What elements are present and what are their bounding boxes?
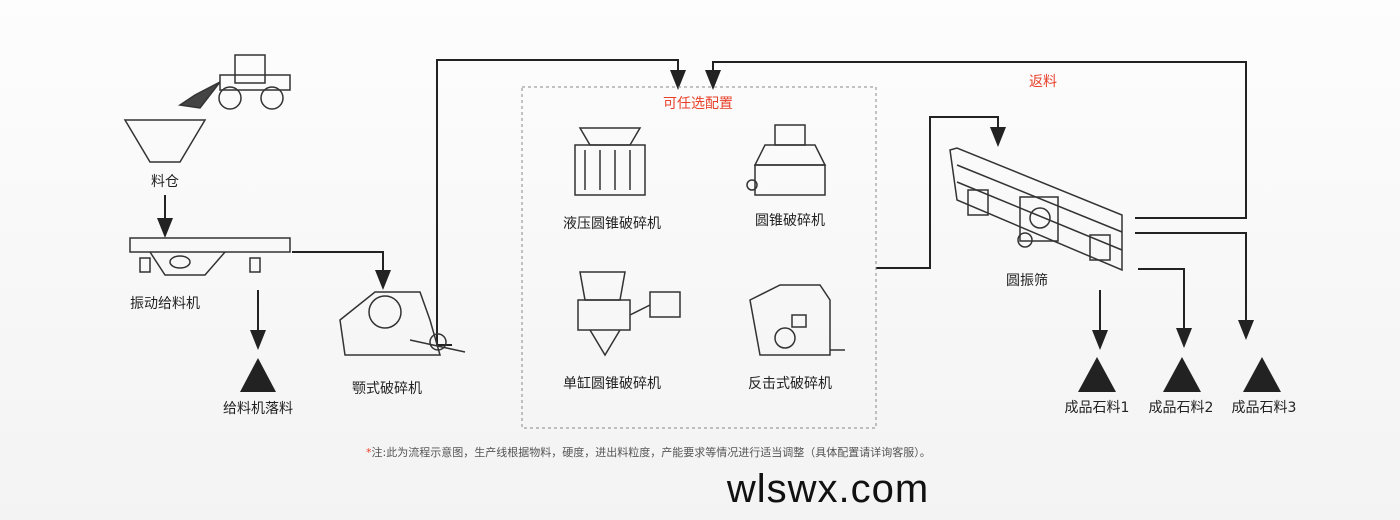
optional-box	[521, 86, 877, 429]
loader-icon	[177, 54, 291, 110]
single-cylinder-cone-label: 单缸圆锥破碎机	[563, 376, 661, 392]
feeder-drop-pile-icon	[240, 358, 276, 392]
hydraulic-cone-crusher-icon	[574, 127, 646, 196]
arrow-jaw-secondary	[436, 59, 686, 346]
product2-pile-icon	[1163, 357, 1201, 392]
product2-label: 成品石料2	[1148, 400, 1214, 416]
watermark: wlswx.com	[726, 467, 930, 511]
arrow-product2	[1138, 268, 1192, 348]
product1-label: 成品石料1	[1064, 400, 1130, 416]
hopper-label: 料仓	[151, 174, 179, 190]
vibrating-screen-icon	[949, 147, 1123, 272]
hydraulic-cone-label: 液压圆锥破碎机	[563, 216, 661, 232]
footnote-text: 注:此为流程示意图，生产线根据物料，硬度，进出料粒度，产能要求等情况进行适当调整…	[371, 446, 931, 459]
jaw-crusher-label: 颚式破碎机	[352, 381, 422, 397]
arrow-product3	[1135, 232, 1254, 340]
feeder-label: 振动给料机	[130, 296, 200, 312]
screen-label: 圆振筛	[1006, 273, 1048, 289]
cone-label: 圆锥破碎机	[755, 213, 825, 229]
arrow-return	[705, 61, 1247, 219]
jaw-crusher-icon	[339, 291, 466, 356]
arrow-feeder-jaw	[292, 251, 391, 290]
return-label: 返料	[1029, 74, 1057, 90]
product3-label: 成品石料3	[1231, 400, 1297, 416]
single-cylinder-cone-crusher-icon	[577, 271, 681, 357]
cone-crusher-icon	[746, 124, 827, 196]
feeder-drop-label: 给料机落料	[223, 401, 293, 417]
product1-pile-icon	[1078, 357, 1116, 392]
arrow-secondary-screen	[876, 116, 1006, 269]
footnote-star: *	[366, 446, 372, 459]
footnote: *注:此为流程示意图，生产线根据物料，硬度，进出料粒度，产能要求等情况进行适当调…	[366, 446, 931, 460]
hopper-icon	[123, 119, 207, 163]
product3-pile-icon	[1243, 357, 1281, 392]
feeder-icon	[129, 237, 291, 276]
impact-label: 反击式破碎机	[748, 376, 832, 392]
impact-crusher-icon	[749, 284, 845, 356]
optional-label: 可任选配置	[663, 96, 733, 112]
